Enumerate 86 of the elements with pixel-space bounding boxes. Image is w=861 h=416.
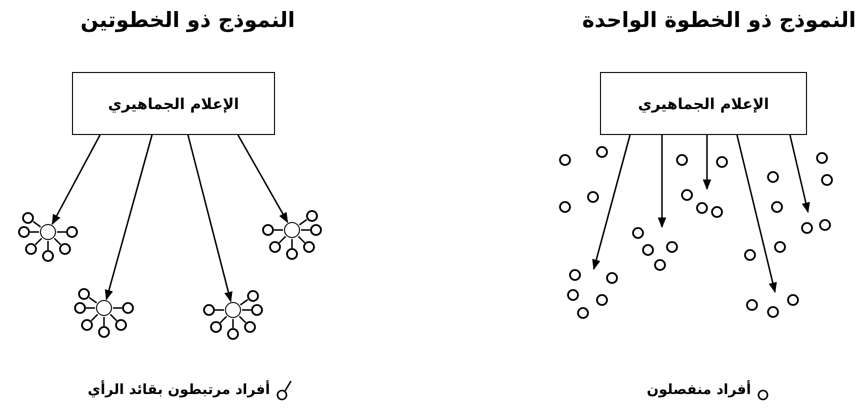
connector-line [240,299,248,306]
small-circle [74,302,86,314]
leader-circle [284,222,300,238]
legend-label: أفراد منفصلون [646,382,751,398]
connector-line [298,219,308,226]
box-label: الإعلام الجماهيري [638,94,770,112]
arrow [592,134,631,270]
arrow [52,134,101,225]
connector-line [34,238,42,246]
small-circle [587,191,599,203]
leader-circle [225,302,241,318]
small-circle [286,248,298,260]
legend-label: أفراد مرتبطون بقائد الرأي [88,382,270,398]
connector-line [238,316,246,324]
small-circle [203,304,215,316]
small-circle [66,226,78,238]
small-circle [42,250,54,262]
connector-line [57,231,66,233]
small-circle [227,328,239,340]
connector-line [274,229,283,231]
small-circle [559,201,571,213]
arrow [658,135,666,228]
small-circle [246,290,259,302]
arrow [702,135,712,190]
connector-line [110,314,118,322]
small-circle [81,318,94,331]
circle-cluster [681,189,723,218]
small-circle [559,154,571,166]
small-circle [262,224,274,236]
small-circle [18,226,30,238]
small-circle [78,288,90,300]
arrow [104,134,153,300]
connector-line [301,229,310,231]
small-circle [716,156,728,168]
connector-line [47,241,49,250]
small-circle [25,242,38,255]
connector-line [278,236,286,244]
leader-circle [40,224,56,240]
small-circle [771,201,783,213]
circle-cluster [567,269,618,319]
small-circle [302,240,315,253]
small-circle [269,240,282,253]
small-circle [767,171,779,183]
small-circle [816,152,828,164]
connector-line [32,221,42,228]
connector-line [242,309,251,311]
connector-line [220,316,228,324]
small-circle [744,249,756,261]
connector-line [113,307,122,309]
arrow [789,134,810,214]
media-box [72,72,275,135]
small-circle [821,174,833,186]
small-circle [306,210,318,222]
small-circle [210,320,222,333]
connector-line [88,297,98,304]
arrow [187,134,232,302]
connector-line [298,236,306,244]
small-circle [676,154,688,166]
circle-cluster [801,219,831,234]
connector-line [90,314,98,322]
box-label: الإعلام الجماهيري [108,94,240,112]
circle-cluster [746,294,799,318]
model-title: النموذج ذو الخطوة الواحدة [582,8,856,32]
small-circle [114,318,127,331]
connector-line [86,307,95,309]
media-box [600,72,807,135]
arrow [237,134,288,224]
connector-line [54,238,62,246]
small-circle [122,302,134,314]
leader-circle [96,300,112,316]
small-circle [251,304,263,316]
small-circle [244,320,256,333]
connector-line [30,231,39,233]
connector-line [103,317,105,326]
arrow [736,134,777,294]
model-title: النموذج ذو الخطوتين [80,8,295,32]
small-circle [98,326,110,338]
small-circle [774,241,786,253]
connector-line [215,309,224,311]
connector-line [232,319,234,328]
small-circle [22,212,34,224]
circle-cluster [632,227,678,271]
small-circle [596,146,608,158]
small-circle [310,224,322,236]
small-circle [58,242,71,255]
connector-line [291,239,293,248]
